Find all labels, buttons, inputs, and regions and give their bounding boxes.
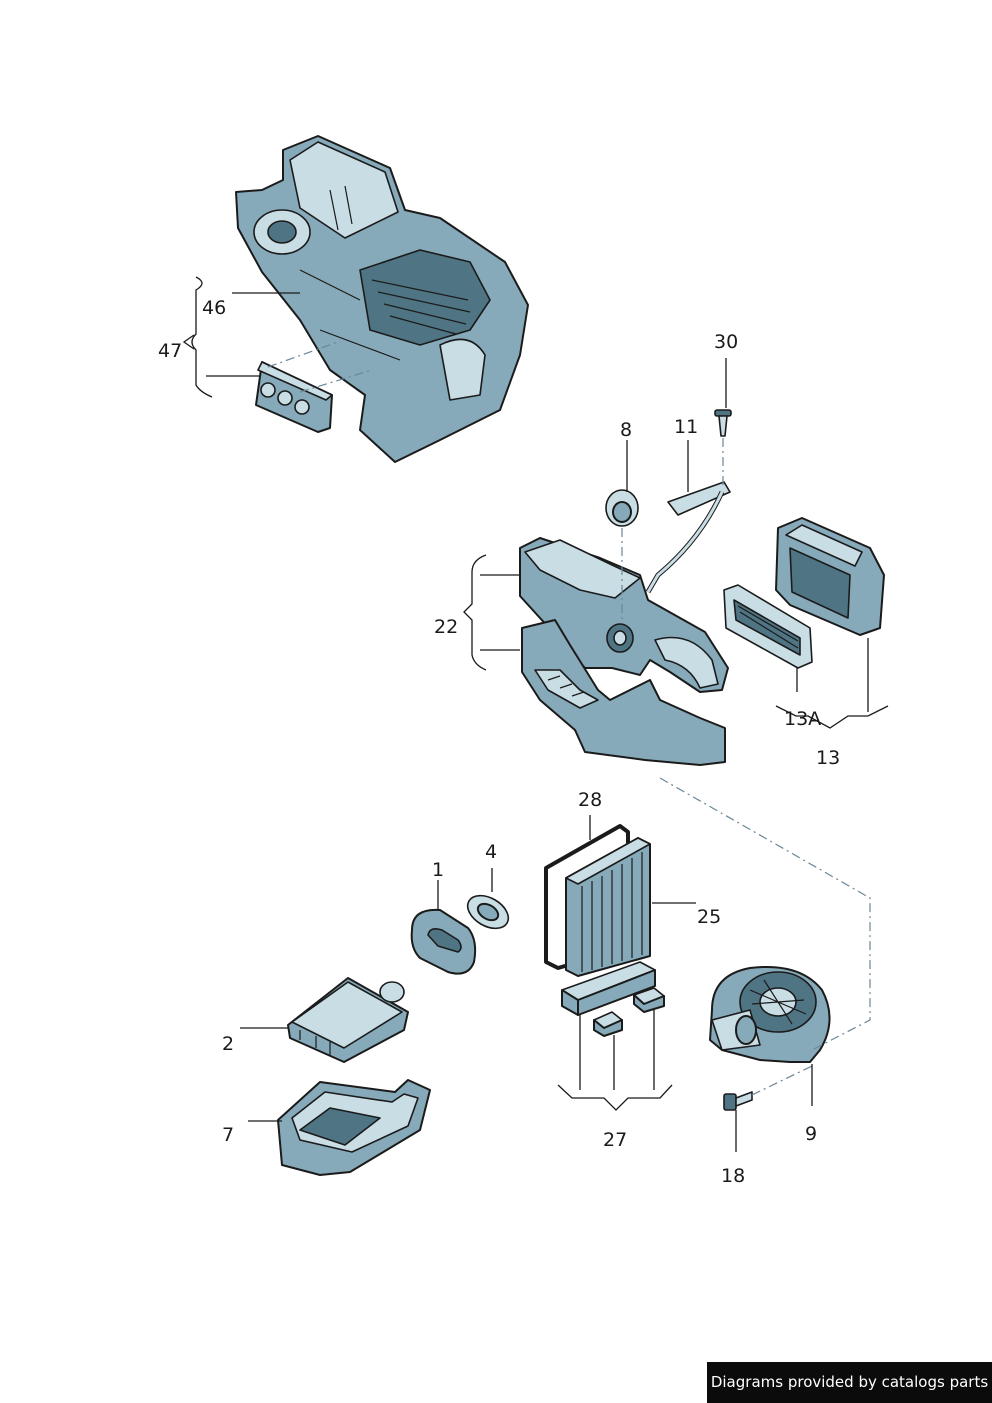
callout-8: 8 (620, 419, 632, 441)
adapter-pieces (561, 961, 665, 1037)
heater-housing-unit (235, 135, 529, 463)
callout-46: 46 (202, 297, 226, 319)
callout-30: 30 (714, 331, 738, 353)
callout-2: 2 (222, 1033, 234, 1055)
bracket-rod (645, 481, 731, 594)
sealing-cap (605, 489, 639, 527)
intake-grille-13a (723, 584, 813, 669)
screw-30 (714, 409, 732, 437)
callout-11: 11 (674, 416, 698, 438)
callout-25: 25 (697, 906, 721, 928)
callout-13: 13 (816, 747, 840, 769)
climate-control-panel (255, 361, 333, 433)
callout-47: 47 (158, 340, 182, 362)
air-intake-housing (775, 517, 885, 636)
callout-4: 4 (485, 841, 497, 863)
callout-28: 28 (578, 789, 602, 811)
series-resistor-module (287, 977, 409, 1063)
air-distribution-housing (519, 537, 729, 766)
callout-9: 9 (805, 1123, 817, 1145)
blower-housing-tray (277, 1079, 431, 1176)
screw-18 (723, 1091, 753, 1111)
cabin-air-filter (565, 837, 651, 977)
callout-13a: 13A (784, 708, 821, 730)
blower-motor (709, 965, 831, 1063)
credit-banner: Diagrams provided by catalogs parts (707, 1362, 992, 1403)
callout-22: 22 (434, 616, 458, 638)
callout-18: 18 (721, 1165, 745, 1187)
callout-labels: 46 47 30 8 11 22 13A 13 28 4 1 25 2 7 27… (158, 297, 840, 1187)
callout-27: 27 (603, 1129, 627, 1151)
callout-7: 7 (222, 1124, 234, 1146)
callout-1: 1 (432, 859, 444, 881)
seal-ring-1 (410, 908, 477, 975)
seal-ring-4 (466, 894, 510, 930)
leader-lines (182, 276, 889, 1152)
